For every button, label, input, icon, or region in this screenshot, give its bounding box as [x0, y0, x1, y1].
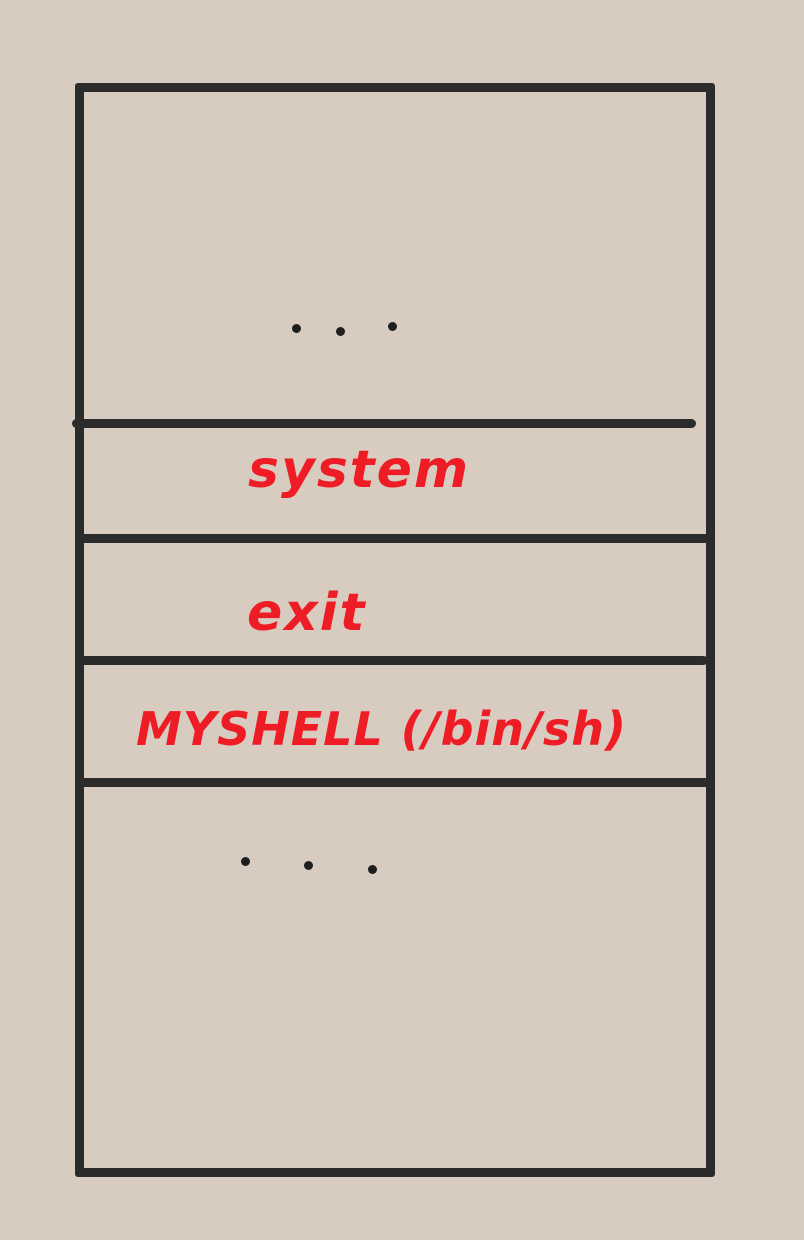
bottom-ellipsis: [238, 852, 378, 874]
slot-label-myshell: MYSHELL (/bin/sh): [136, 702, 627, 756]
ellipsis-dot: [292, 324, 301, 333]
top-ellipsis: [288, 318, 428, 338]
stack-divider: [75, 778, 712, 787]
ellipsis-dot: [304, 861, 313, 870]
stack-frame: [75, 83, 715, 1177]
stack-divider: [75, 656, 708, 665]
ellipsis-dot: [388, 322, 397, 331]
slot-label-system: system: [248, 440, 471, 500]
ellipsis-dot: [336, 327, 345, 336]
ellipsis-dot: [241, 857, 250, 866]
slot-label-exit: exit: [247, 583, 367, 643]
stack-divider: [72, 419, 696, 428]
ellipsis-dot: [368, 865, 377, 874]
stack-divider: [75, 534, 712, 543]
